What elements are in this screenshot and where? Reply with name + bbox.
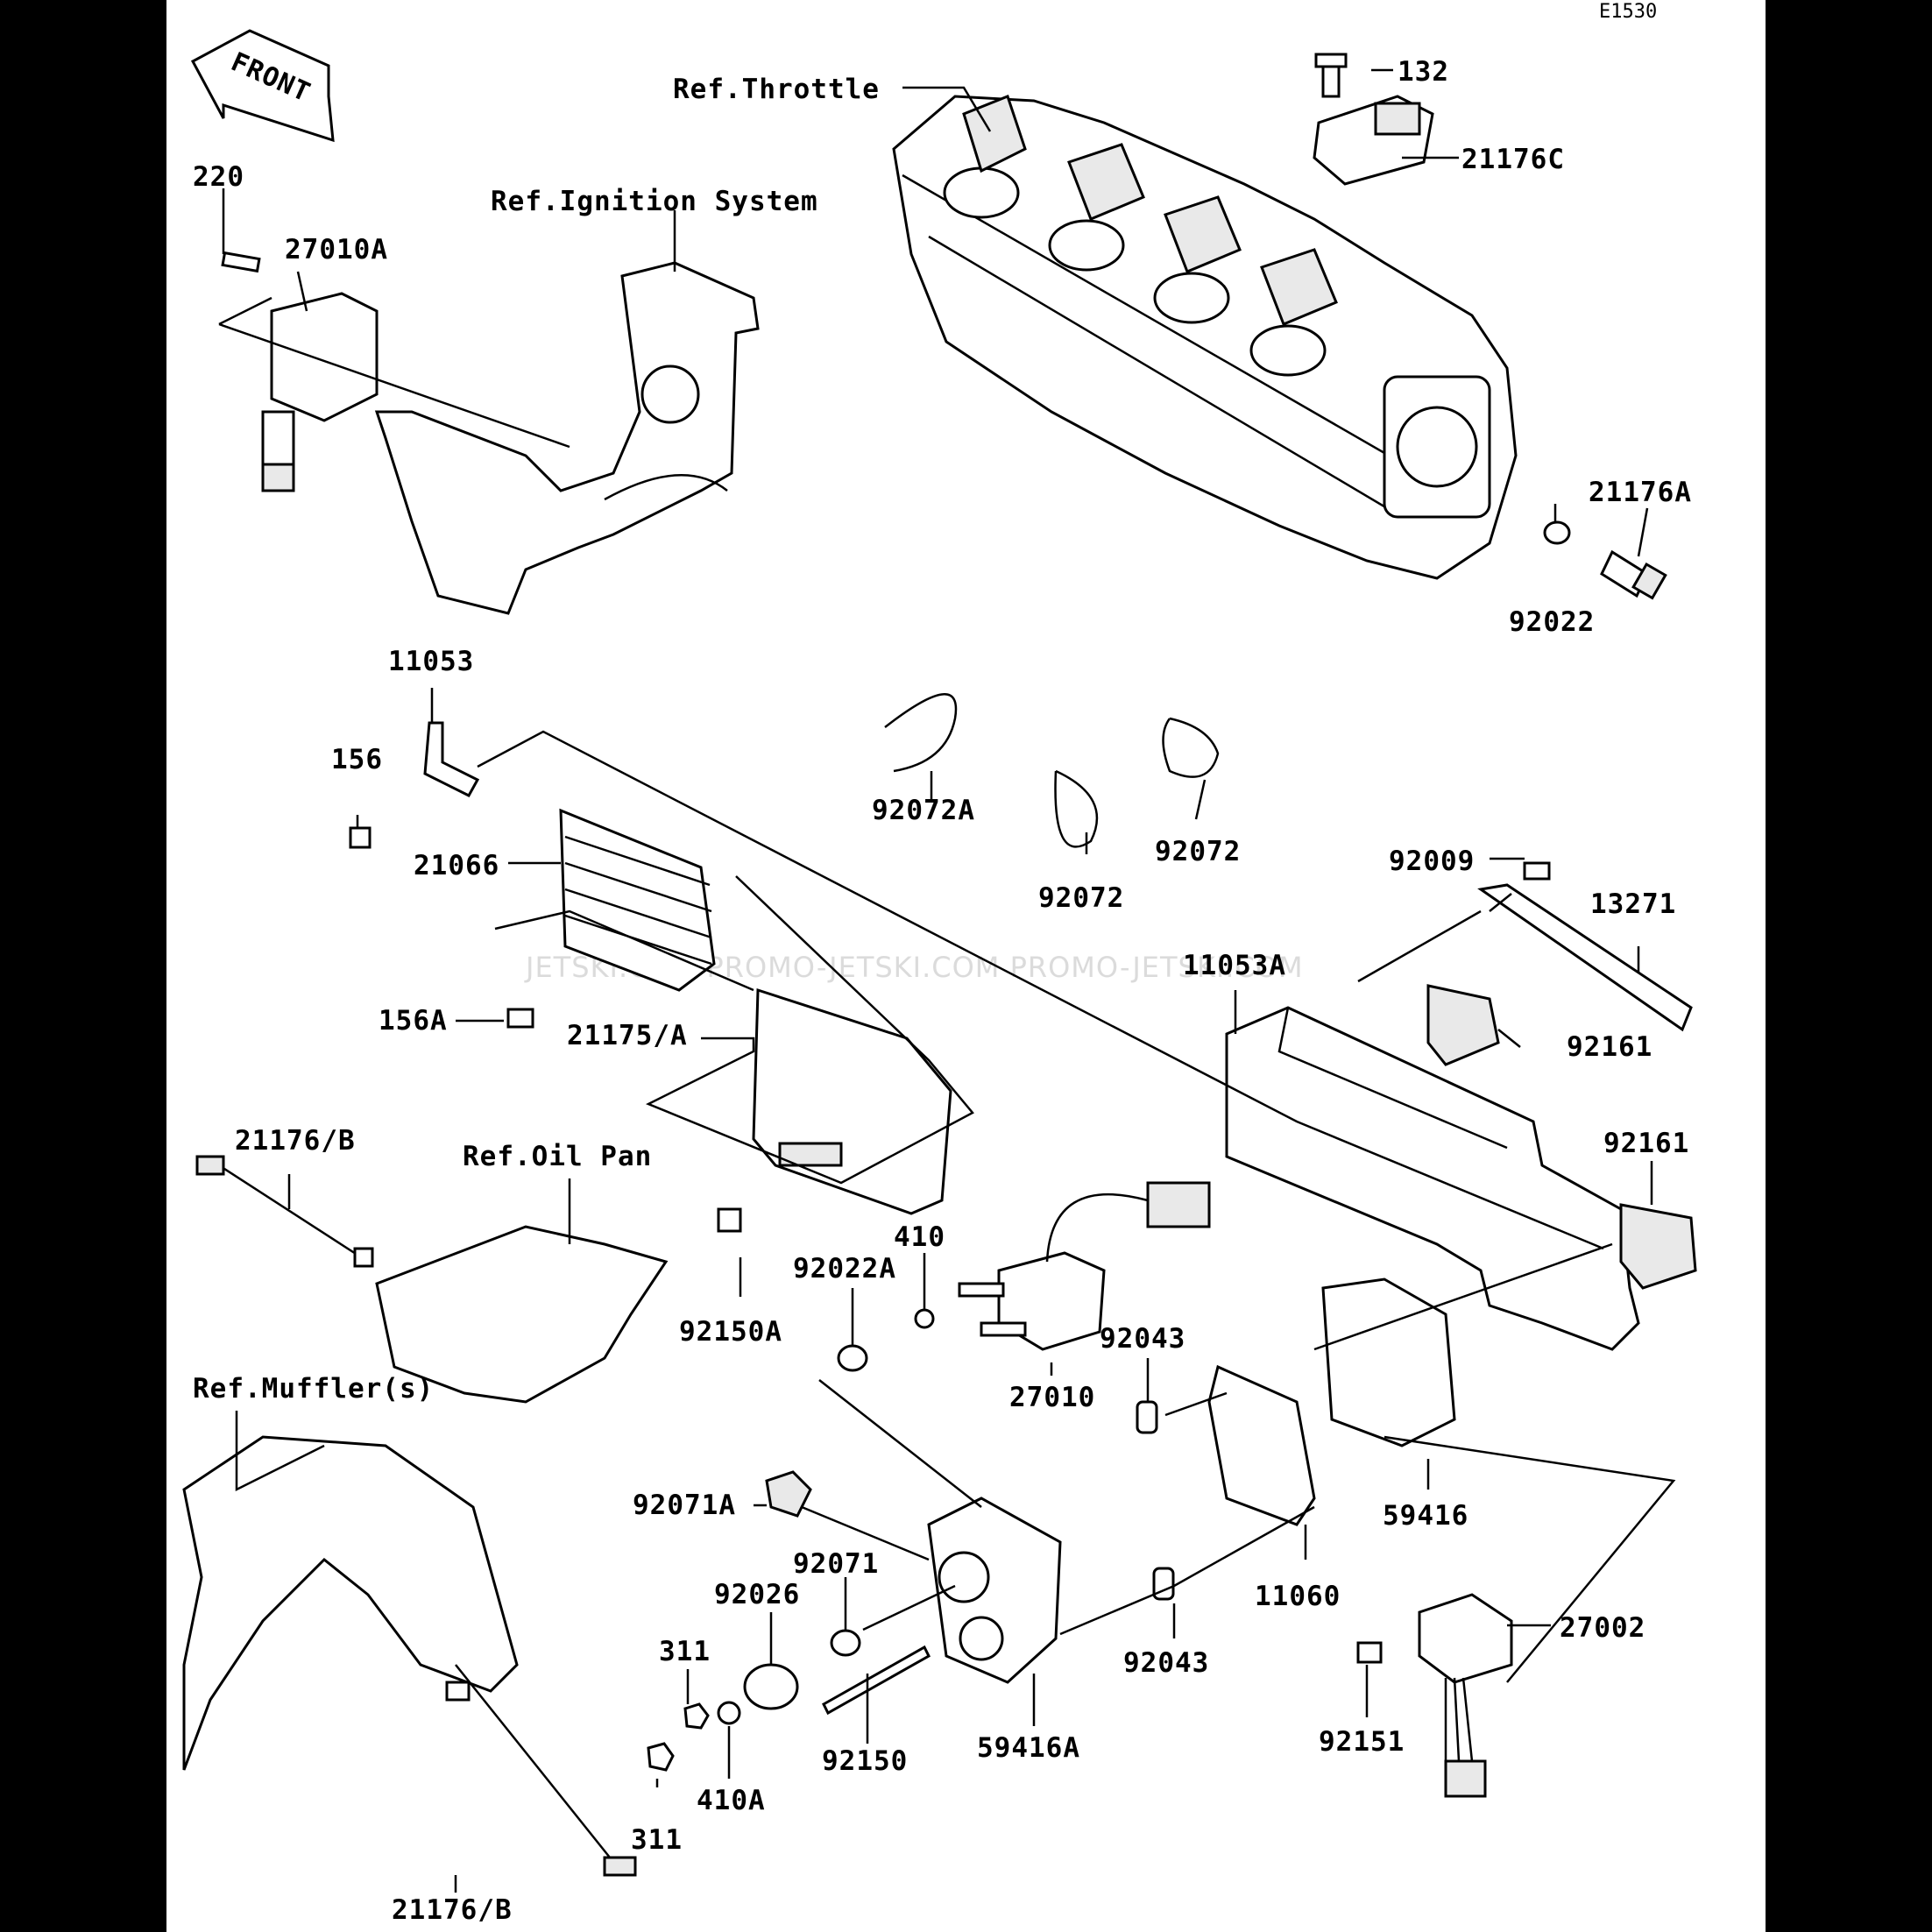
bolt-156a xyxy=(506,1008,534,1029)
label-132: 132 xyxy=(1398,56,1449,88)
washer-410a xyxy=(717,1701,741,1725)
cable-tie-92072-a xyxy=(1054,769,1099,848)
label-92161-upper: 92161 xyxy=(1567,1031,1652,1063)
label-92071a: 92071A xyxy=(633,1490,736,1521)
label-410a: 410A xyxy=(697,1785,766,1816)
label-92150: 92150 xyxy=(822,1745,908,1777)
cable-tie-92072-b xyxy=(1162,717,1220,778)
label-21176b-top: 21176/B xyxy=(235,1125,356,1157)
label-13271: 13271 xyxy=(1590,888,1676,920)
label-156a: 156A xyxy=(379,1005,448,1037)
sensor-21176b-bottom xyxy=(445,1664,637,1877)
relay-27002 xyxy=(1418,1593,1513,1798)
ecu-21175a xyxy=(752,987,952,1215)
oring-92071 xyxy=(830,1629,861,1657)
label-92022a: 92022A xyxy=(793,1253,896,1284)
throttle-body-assembly xyxy=(892,95,1518,580)
label-27010a: 27010A xyxy=(285,234,388,265)
label-ref-throttle: Ref.Throttle xyxy=(673,74,880,105)
label-11053a: 11053A xyxy=(1183,950,1286,981)
label-92009: 92009 xyxy=(1389,846,1475,877)
label-92150a: 92150A xyxy=(679,1316,782,1348)
bracket-11053 xyxy=(423,721,480,797)
label-311-lower: 311 xyxy=(631,1824,683,1856)
leader-lines xyxy=(218,68,1676,1893)
sensor-21176c xyxy=(1313,95,1434,186)
nut-311-b xyxy=(647,1742,675,1772)
bolt-132 xyxy=(1314,53,1348,98)
front-arrow-icon: FRONT xyxy=(190,29,335,143)
nut-311-a xyxy=(683,1702,710,1730)
washer-410 xyxy=(914,1308,935,1329)
label-220: 220 xyxy=(193,161,244,193)
ignition-bracket xyxy=(374,261,760,615)
seal-92026 xyxy=(743,1663,799,1710)
washer-92022a xyxy=(837,1344,868,1372)
label-92161-lower: 92161 xyxy=(1603,1128,1689,1159)
label-27010: 27010 xyxy=(1009,1382,1095,1413)
bolt-92150a xyxy=(717,1207,742,1233)
bolt-92150 xyxy=(822,1645,931,1716)
label-21176a: 21176A xyxy=(1589,477,1692,508)
gasket-11060 xyxy=(1207,1364,1316,1526)
sensor-21176b-top xyxy=(195,1155,374,1268)
strap-13271 xyxy=(1477,883,1693,1032)
pad-92161-a xyxy=(1426,984,1500,1066)
label-410: 410 xyxy=(894,1221,945,1253)
cover-59416 xyxy=(1321,1277,1456,1447)
label-92022: 92022 xyxy=(1509,606,1595,638)
bolt-220 xyxy=(221,251,261,273)
part-labels: Ref.Throttle 132 21176C 220 27010A Ref.I… xyxy=(193,56,1692,1926)
label-92071: 92071 xyxy=(793,1548,879,1580)
cable-tie-92072a xyxy=(884,693,958,773)
label-21066: 21066 xyxy=(414,850,499,881)
regulator-21066 xyxy=(559,808,716,992)
solenoid-27010 xyxy=(958,1181,1211,1351)
label-92043-lower: 92043 xyxy=(1123,1647,1209,1679)
plug-92071a xyxy=(765,1470,812,1518)
pad-92161-b xyxy=(1619,1203,1697,1290)
label-ref-oil-pan: Ref.Oil Pan xyxy=(463,1141,652,1172)
label-59416: 59416 xyxy=(1383,1500,1468,1532)
label-92072-lower: 92072 xyxy=(1038,882,1124,914)
washer-92022 xyxy=(1543,520,1571,545)
label-27002: 27002 xyxy=(1560,1612,1645,1644)
label-21176b-bottom: 21176/B xyxy=(392,1894,513,1926)
label-156: 156 xyxy=(331,744,383,775)
label-11060: 11060 xyxy=(1255,1581,1341,1612)
housing-59416a xyxy=(927,1497,1062,1684)
label-11053: 11053 xyxy=(388,646,474,677)
label-ref-ignition: Ref.Ignition System xyxy=(491,186,818,217)
dowel-92043-b xyxy=(1152,1567,1175,1601)
oil-pan xyxy=(375,1225,669,1404)
diagram-code: E1530 xyxy=(1599,1,1657,23)
muffler xyxy=(182,1435,519,1771)
relay-27010a xyxy=(261,292,379,492)
label-92072a: 92072A xyxy=(872,795,975,826)
dowel-92043-a xyxy=(1136,1400,1158,1434)
label-311-upper: 311 xyxy=(659,1636,711,1667)
label-59416a: 59416A xyxy=(977,1732,1080,1764)
sensor-21176a xyxy=(1600,549,1667,600)
bolt-92009 xyxy=(1523,861,1551,881)
label-21175a: 21175/A xyxy=(567,1020,688,1051)
label-92151: 92151 xyxy=(1319,1726,1405,1758)
bolt-156 xyxy=(349,826,372,849)
bolt-92151 xyxy=(1356,1641,1383,1664)
label-ref-muffler: Ref.Muffler(s) xyxy=(193,1373,434,1405)
label-92026: 92026 xyxy=(714,1579,800,1610)
label-21176c: 21176C xyxy=(1461,144,1565,175)
label-92043-upper: 92043 xyxy=(1100,1323,1185,1355)
label-92072-upper: 92072 xyxy=(1155,836,1241,867)
